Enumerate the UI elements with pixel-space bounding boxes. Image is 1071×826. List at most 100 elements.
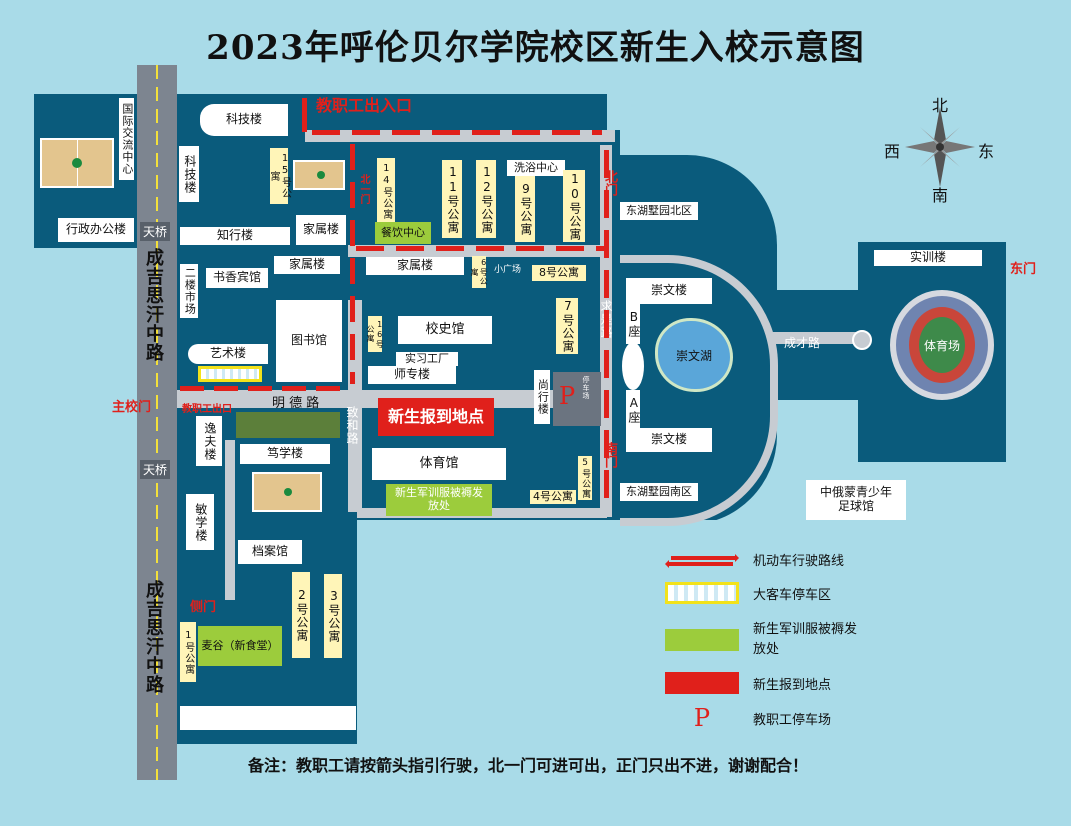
road-west-inner — [225, 440, 235, 600]
yishu-building: 艺术楼 — [188, 344, 268, 364]
shuxiang-hotel: 书香宾馆 — [206, 268, 268, 288]
apt-4: 4号公寓 — [530, 490, 576, 504]
bus-parking-swatch — [665, 582, 739, 604]
legend-registration: 新生报到地点 — [665, 672, 831, 694]
compass-west: 西 — [884, 142, 901, 161]
map-title: 2023年呼伦贝尔学院校区新生入校示意图 — [206, 28, 865, 68]
tushuguan: 图书馆 — [276, 300, 342, 382]
white-strip-south — [180, 706, 356, 730]
route-arrow-west — [350, 144, 355, 384]
compass: 北 南 西 东 — [884, 92, 994, 205]
jiashu-building-1: 家属楼 — [296, 215, 346, 245]
apt-8: 8号公寓 — [532, 265, 586, 281]
dangan-hall: 档案馆 — [238, 540, 302, 564]
apt-10: 10号公寓 — [563, 170, 585, 242]
basketball-court-south — [252, 472, 322, 512]
gate-staff-exit: 教职工出口 — [182, 404, 232, 415]
registration-swatch — [665, 672, 739, 694]
parking-lot-label: 停车场 — [582, 376, 590, 400]
apt-12: 12号公寓 — [476, 160, 496, 238]
legend-uniform-label: 新生军训服被褥发放处 — [753, 622, 858, 657]
apt-11: 11号公寓 — [442, 160, 462, 238]
jiashu-building-3: 家属楼 — [366, 257, 464, 275]
uniform-swatch — [665, 628, 739, 651]
maigu-canteen: 麦谷（新食堂） — [198, 626, 282, 666]
registration-point: 新生报到地点 — [378, 398, 494, 436]
b-wing: B座 — [626, 304, 641, 344]
jiashu-building-2: 家属楼 — [274, 256, 340, 274]
xiyu-center: 洗浴中心 — [507, 160, 565, 176]
compass-east: 东 — [978, 142, 995, 161]
legend-bus-label: 大客车停车区 — [753, 587, 832, 603]
legend-staff-parking: P 教职工停车场 — [665, 704, 831, 732]
route-arrow-mingde — [180, 386, 350, 391]
bridge-south: 天桥 — [140, 460, 171, 479]
chongwen-top: 崇文楼 — [626, 278, 712, 304]
shixi-factory: 实习工厂 — [396, 352, 458, 366]
gate-side: 侧门 — [190, 600, 217, 615]
shangxing-building: 尚行楼 — [534, 370, 550, 424]
keji-building-top: 科技楼 — [200, 104, 288, 136]
background-notch-2 — [612, 520, 812, 580]
legend-route: 机动车行驶路线 — [665, 548, 844, 570]
uniform-distribution: 新生军训服被褥发放处 — [386, 484, 492, 516]
gate-north: 北门 — [602, 170, 617, 196]
route-arrow-entry — [302, 98, 307, 132]
apt-7: 7号公寓 — [556, 298, 578, 354]
legend-staff-parking-label: 教职工停车场 — [753, 712, 832, 728]
chengjisihan-road — [137, 65, 177, 780]
chongwen-bottom: 崇文楼 — [626, 428, 712, 452]
duxue-building: 笃学楼 — [240, 444, 330, 464]
yifu-building: 逸夫楼 — [196, 416, 222, 466]
apt-1: 1号公寓 — [180, 622, 196, 682]
basketball-court-west — [40, 138, 114, 188]
legend-route-label: 机动车行驶路线 — [753, 553, 845, 569]
apt-9: 9号公寓 — [515, 176, 535, 242]
gate-north1: 北一门 — [358, 174, 369, 204]
erlou-market: 二楼市场 — [180, 264, 198, 318]
apt-6: 6号公寓 — [470, 256, 489, 288]
legend-bus-parking: 大客车停车区 — [665, 582, 831, 604]
apt-14: 14号公寓 — [377, 158, 395, 224]
shizhuan-building: 师专楼 — [368, 366, 456, 384]
road-chengcai — [768, 332, 860, 344]
parking-lot: P 停车场 — [553, 372, 601, 426]
xiaoguangchang: 小广场 — [494, 265, 522, 275]
apt-5: 5号公寓 — [578, 456, 592, 500]
tiyuguan: 体育馆 — [372, 448, 506, 480]
road-label-chengjisihan-north: 成吉思汗中路 — [143, 248, 164, 362]
canyin-center: 餐饮中心 — [375, 222, 431, 244]
zhixing-building: 知行楼 — [180, 227, 290, 245]
gate-staff-entry: 教职工出入口 — [316, 96, 413, 115]
legend-parking-p: P — [693, 704, 711, 732]
football-hall: 中俄蒙青少年足球馆 — [806, 480, 906, 520]
intl-center: 国际交流中心 — [119, 98, 134, 180]
admin-building: 行政办公楼 — [58, 218, 134, 242]
apt-16: 16号公寓 — [366, 316, 384, 352]
road-label-chengcai: 成才路 — [784, 336, 821, 350]
route-arrow-mid — [356, 246, 606, 251]
bridge-north: 天桥 — [140, 222, 171, 241]
road-label-mingde: 明 德 路 — [272, 396, 320, 411]
compass-south: 南 — [932, 186, 949, 205]
xiaoshi-hall: 校史馆 — [398, 316, 492, 344]
legend-uniform: 新生军训服被褥发放处 — [665, 620, 863, 659]
chongwen-lake: 崇文湖 — [655, 318, 733, 392]
legend-registration-label: 新生报到地点 — [753, 677, 832, 693]
green-field — [236, 412, 340, 438]
compass-north: 北 — [932, 96, 949, 115]
apt-3: 3号公寓 — [324, 574, 342, 658]
gate-main: 主校门 — [112, 400, 152, 415]
apt-2: 2号公寓 — [292, 572, 310, 658]
road-label-zhihe: 致和路 — [345, 406, 359, 445]
lake-label: 崇文湖 — [675, 348, 712, 363]
footer-note: 备注：教职工请按箭头指引行驶，北一门可进可出，正门只出不进，谢谢配合！ — [248, 756, 809, 775]
shixun-building: 实训楼 — [874, 250, 982, 266]
donghu-north: 东湖墅园北区 — [620, 202, 698, 220]
route-arrow-qiushi — [604, 150, 609, 510]
stadium: 体育场 — [890, 290, 994, 400]
minxue-building: 敏学楼 — [186, 494, 214, 550]
fountain-icon — [852, 330, 872, 350]
background-notch — [357, 520, 612, 750]
chongwen-oval — [622, 342, 644, 390]
